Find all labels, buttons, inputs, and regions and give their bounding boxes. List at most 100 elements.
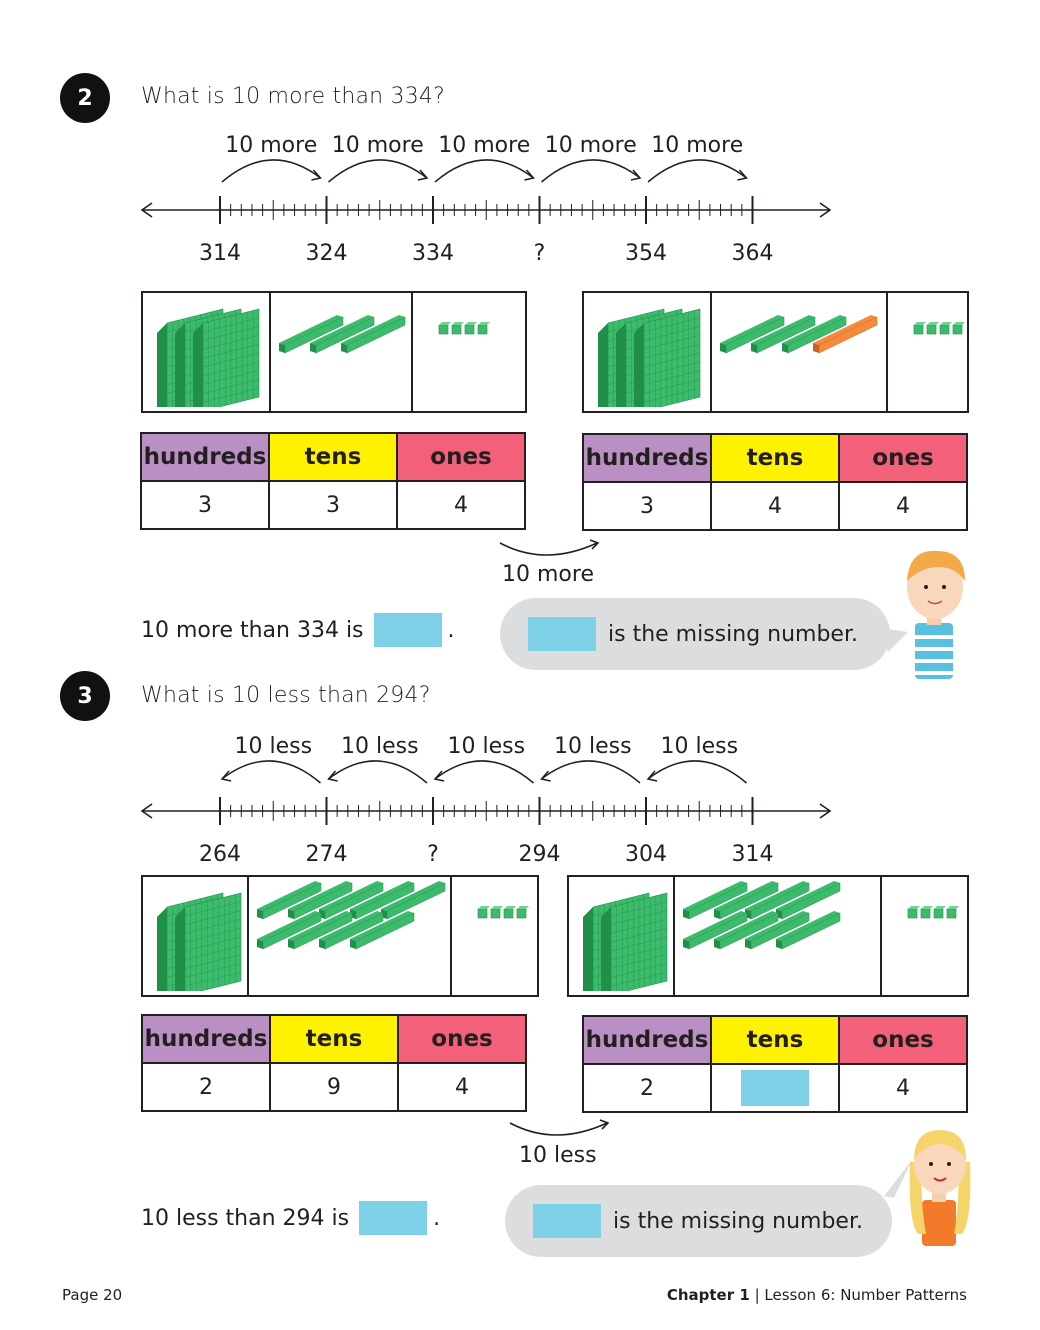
header-tens: tens <box>710 433 840 483</box>
ten-rod <box>751 315 816 354</box>
girl-character-icon <box>909 1130 971 1246</box>
ones-cell <box>413 293 525 411</box>
base-ten-blocks-after <box>567 875 969 997</box>
value-tens: 4 <box>710 481 840 531</box>
answer-sentence: 10 less than 294 is . <box>141 1201 440 1235</box>
arrow-head-icon <box>646 770 658 782</box>
answer-blank[interactable] <box>741 1070 809 1106</box>
one-cube <box>946 906 959 919</box>
speech-bubble: is the missing number. <box>505 1185 892 1257</box>
one-cube <box>913 322 926 335</box>
base-ten-blocks-before <box>141 291 527 413</box>
ten-rod <box>350 911 415 950</box>
value-ones: 4 <box>838 1063 968 1113</box>
value-ones: 4 <box>397 1062 527 1112</box>
ten-rod <box>714 911 779 950</box>
transition-label: 10 more <box>502 562 594 587</box>
question-prompt: What is 10 more than 334? <box>141 84 445 109</box>
ten-rod <box>288 881 353 920</box>
one-cube <box>952 322 965 335</box>
bubble-answer-blank[interactable] <box>533 1204 601 1238</box>
hundred-flat <box>175 892 242 991</box>
value-hundreds: 3 <box>140 480 270 530</box>
jump-label: 10 more <box>651 133 743 158</box>
boy-character-icon <box>907 550 965 679</box>
ones-cell <box>888 293 967 411</box>
jump-label: 10 less <box>447 734 525 759</box>
arrow-head-icon <box>433 770 445 782</box>
question-prompt: What is 10 less than 294? <box>141 683 431 708</box>
value-hundreds: 2 <box>141 1062 271 1112</box>
one-cube <box>933 906 946 919</box>
tick-label: 364 <box>732 241 774 266</box>
tens-cell <box>712 293 888 411</box>
ten-rod <box>319 881 384 920</box>
tick-label: ? <box>427 842 439 867</box>
hundreds-cell <box>584 293 712 411</box>
ones-cell <box>882 877 967 995</box>
header-tens: tens <box>269 1014 399 1064</box>
arrow-head-icon <box>311 169 322 181</box>
speech-bubble: is the missing number. <box>500 598 890 670</box>
arrow-head-icon <box>417 169 429 181</box>
ten-rod <box>683 911 748 950</box>
arrow-head-icon <box>327 770 338 782</box>
header-ones: ones <box>397 1014 527 1064</box>
tick-label: 304 <box>625 842 667 867</box>
jump-label: 10 less <box>660 734 738 759</box>
page-number: Page 20 <box>62 1286 123 1304</box>
jump-label: 10 less <box>554 734 632 759</box>
sentence-text: 10 less than 294 is <box>141 1205 350 1231</box>
value-tens: 9 <box>269 1062 399 1112</box>
answer-blank[interactable] <box>373 613 442 647</box>
arrow-head-icon <box>220 770 232 782</box>
ten-rod <box>310 315 375 354</box>
hundreds-cell <box>143 293 271 411</box>
base-ten-blocks-after <box>582 291 969 413</box>
question-number-badge: 3 <box>60 671 110 721</box>
ten-rod <box>279 315 344 354</box>
tick-label: ? <box>534 241 546 266</box>
tens-cell <box>271 293 413 411</box>
header-hundreds: hundreds <box>582 433 712 483</box>
value-tens <box>710 1063 840 1113</box>
bubble-answer-blank[interactable] <box>528 617 596 651</box>
arrow-left-icon <box>140 202 153 218</box>
jump-arrow-icon <box>328 760 428 784</box>
one-cube <box>477 906 490 919</box>
ten-rod-added <box>813 315 878 354</box>
answer-blank[interactable] <box>359 1201 428 1235</box>
arrow-head-icon <box>630 169 642 181</box>
jump-label: 10 more <box>225 133 317 158</box>
jump-label: 10 more <box>332 133 424 158</box>
jump-arrow-icon <box>647 159 747 183</box>
value-ones: 4 <box>838 481 968 531</box>
lesson-label: Lesson 6: Number Patterns <box>764 1286 967 1304</box>
ten-rod <box>381 881 446 920</box>
ones-cell <box>452 877 537 995</box>
value-ones: 4 <box>396 480 526 530</box>
ten-rod <box>257 881 322 920</box>
header-ones: ones <box>838 433 968 483</box>
header-hundreds: hundreds <box>140 432 270 482</box>
ten-rod <box>319 911 384 950</box>
arrow-head-icon <box>540 770 551 782</box>
arrow-right-icon <box>819 803 832 819</box>
footer-separator: | <box>754 1286 760 1304</box>
tens-cell <box>249 877 452 995</box>
ten-rod <box>350 881 415 920</box>
one-cube <box>477 322 490 335</box>
ten-rod <box>714 881 779 920</box>
tick-label: 314 <box>199 241 241 266</box>
jump-arrow-icon <box>647 760 747 784</box>
ten-rod <box>288 911 353 950</box>
tick-label: 324 <box>306 241 348 266</box>
jump-arrow-icon <box>328 159 428 183</box>
one-cube <box>920 906 933 919</box>
hundred-flat <box>634 308 701 407</box>
header-hundreds: hundreds <box>582 1015 712 1065</box>
